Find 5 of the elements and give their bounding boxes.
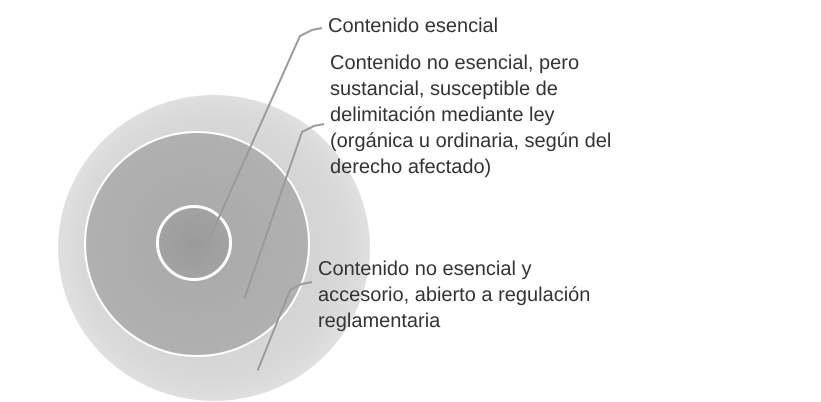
callout-text: Contenido no esencial y accesorio, abierto a regulación reglamentaria [318, 257, 592, 334]
leader-line [244, 123, 324, 299]
callout-text: Contenido no esencial, pero sustancial, susceptible de delimitación mediante ley (orgánica u ordinaria, según del derecho afectado) [330, 51, 612, 180]
callout-text: Contenido esencial [328, 14, 500, 39]
leader-line [256, 281, 312, 371]
